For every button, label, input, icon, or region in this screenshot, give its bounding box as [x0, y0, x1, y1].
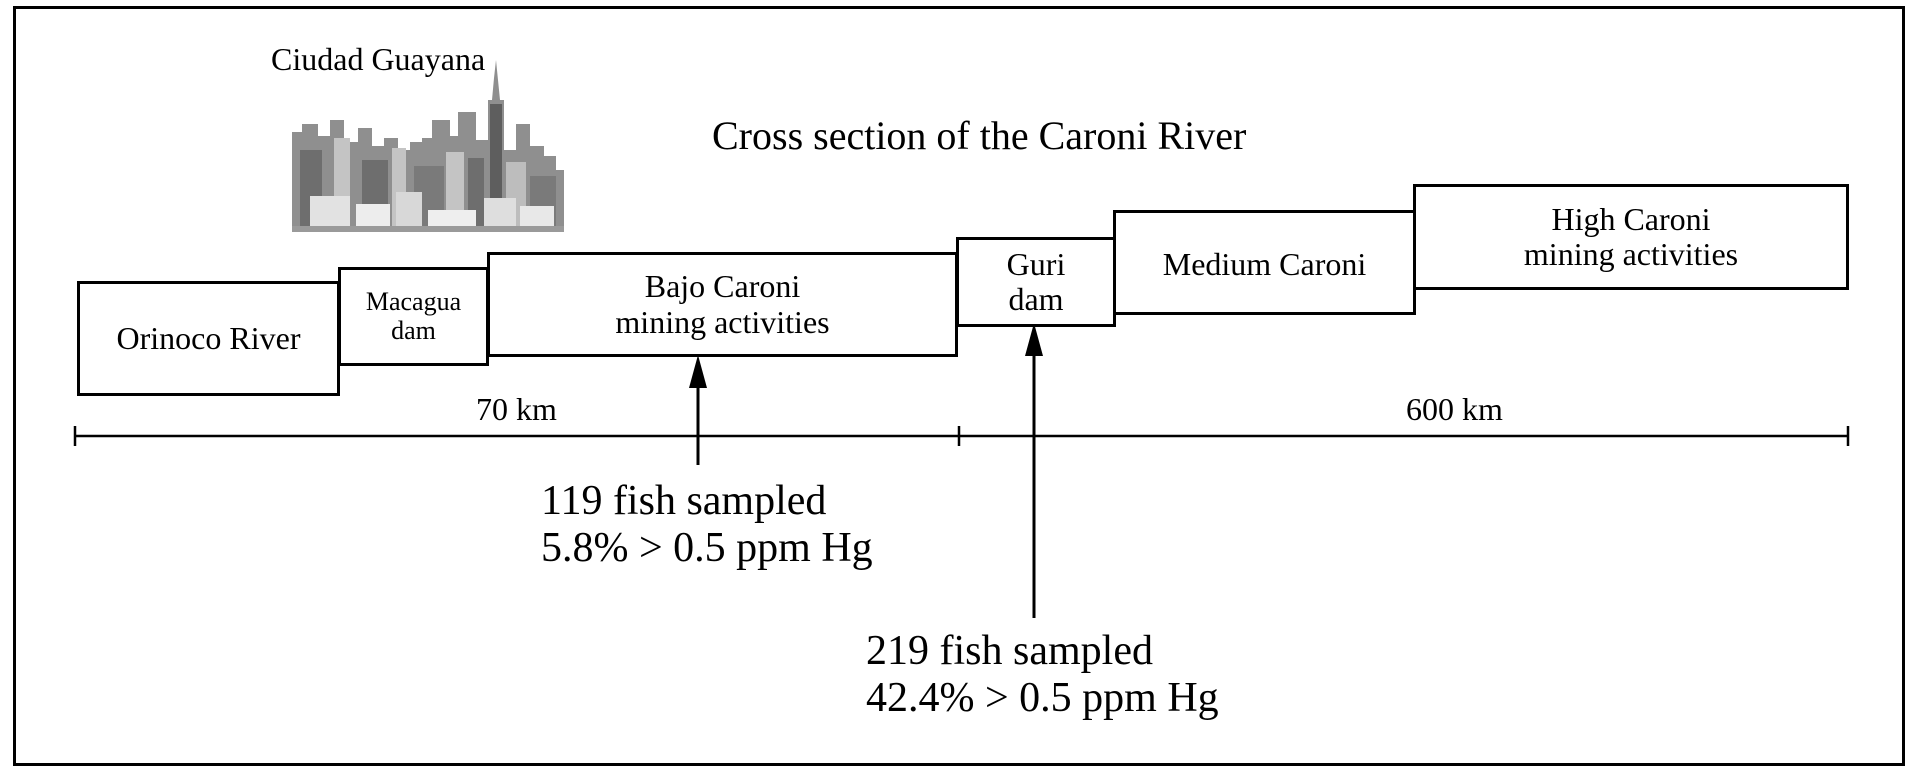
- segment-bajo-caroni: Bajo Caroni mining activities: [487, 252, 958, 357]
- segment-high-caroni: High Caroni mining activities: [1413, 184, 1849, 290]
- diagram-title: Cross section of the Caroni River: [712, 113, 1247, 158]
- segment-label-line1: Guri: [1006, 245, 1066, 282]
- segment-label-line2: dam: [391, 315, 436, 345]
- city-label: Ciudad Guayana: [271, 41, 486, 77]
- segment-medium-caroni: Medium Caroni: [1113, 210, 1416, 315]
- segment-label-line1: High Caroni: [1551, 200, 1711, 237]
- distance-label-70km: 70 km: [476, 391, 557, 427]
- segment-label: Medium Caroni: [1162, 246, 1367, 282]
- segment-label-line1: Bajo Caroni: [644, 268, 801, 305]
- sample-annotation-bajo-caroni: 119 fish sampled 5.8% > 0.5 ppm Hg: [541, 478, 873, 572]
- distance-label-600km: 600 km: [1406, 391, 1503, 427]
- distance-scale: [73, 426, 1850, 446]
- sample-arrow-bajo-caroni: [689, 355, 707, 465]
- sample-count: 119 fish sampled: [541, 478, 827, 524]
- segment-label-line2: mining activities: [615, 303, 830, 340]
- city-skyline-illustration: [292, 60, 564, 232]
- segment-label: Orinoco River: [116, 319, 301, 356]
- sample-arrow-guri: [1025, 323, 1043, 618]
- segment-macagua-dam: Macagua dam: [338, 267, 489, 366]
- segment-label-line2: dam: [1008, 281, 1064, 317]
- segment-label-line2: mining activities: [1523, 236, 1739, 272]
- diagram-canvas: [73, 60, 1850, 618]
- sample-annotation-guri: 219 fish sampled 42.4% > 0.5 ppm Hg: [866, 628, 1219, 722]
- segment-orinoco-river: Orinoco River: [77, 281, 340, 396]
- sample-count: 219 fish sampled: [866, 628, 1153, 674]
- sample-mercury-rate: 42.4% > 0.5 ppm Hg: [866, 675, 1219, 722]
- sample-mercury-rate: 5.8% > 0.5 ppm Hg: [541, 525, 873, 572]
- segment-guri-dam: Guri dam: [956, 237, 1116, 327]
- segment-label-line1: Macagua: [365, 286, 462, 316]
